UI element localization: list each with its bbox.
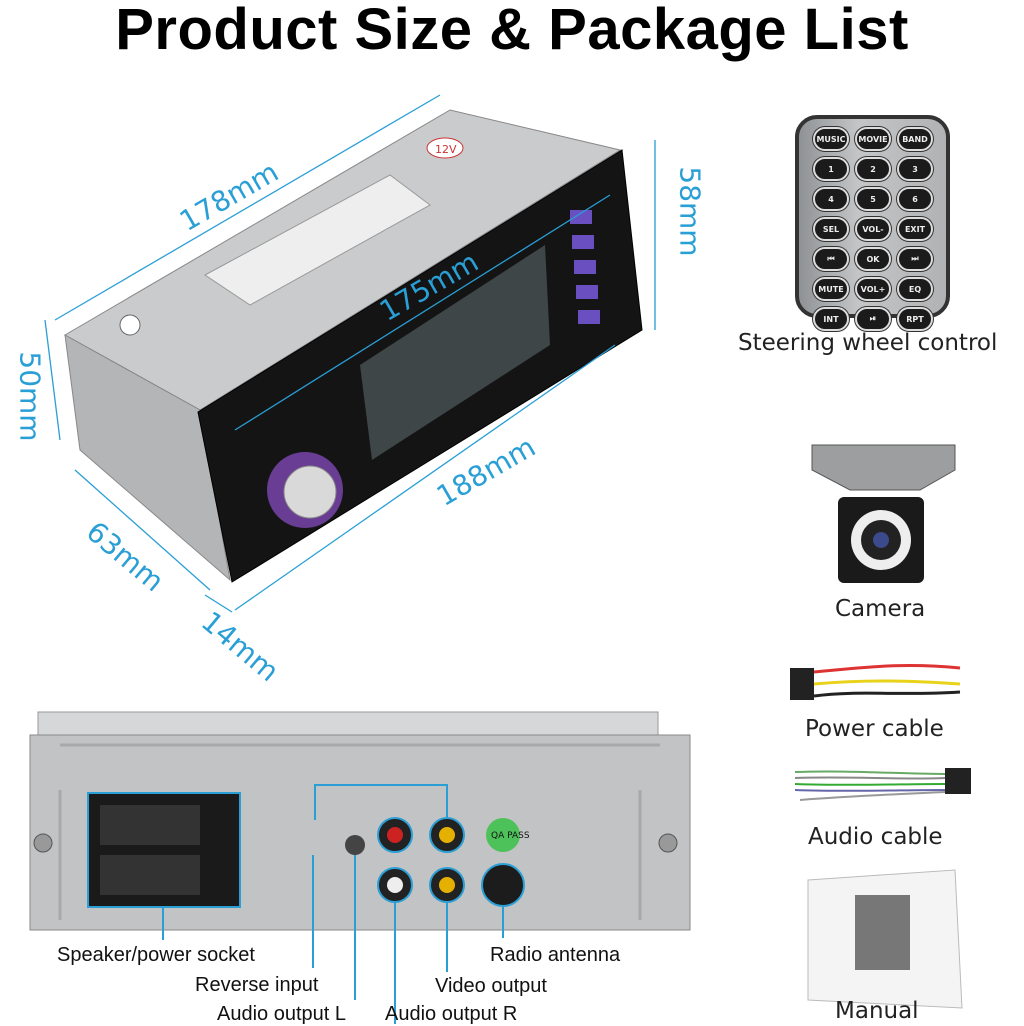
label-reverse-input: Reverse input: [195, 974, 319, 996]
remote-button: OK: [855, 247, 891, 271]
label-video-output: Video output: [435, 975, 547, 997]
remote-button: RPT: [897, 307, 933, 331]
label-audio-r: Audio output R: [385, 1003, 518, 1025]
voltage-text: 12V: [435, 143, 457, 156]
remote-button: EQ: [897, 277, 933, 301]
page-title: Product Size & Package List: [115, 0, 909, 62]
label-speaker-socket: Speaker/power socket: [57, 944, 255, 966]
radio-antenna-socket: [481, 863, 525, 907]
remote-button: ⏮: [813, 247, 849, 271]
remote-button: MUTE: [813, 277, 849, 301]
ce-mark: [119, 314, 141, 336]
remote-button: 2: [855, 157, 891, 181]
remote-button: 5: [855, 187, 891, 211]
label-radio-antenna: Radio antenna: [490, 944, 621, 966]
dim-body-height: 50mm: [13, 351, 47, 442]
remote-button: ⏯: [855, 307, 891, 331]
audio-cable-label: Audio cable: [808, 824, 943, 850]
remote-button: 3: [897, 157, 933, 181]
svg-text:QA PASS: QA PASS: [491, 831, 530, 841]
remote-button: 6: [897, 187, 933, 211]
remote-button: 4: [813, 187, 849, 211]
remote-button: MOVIE: [855, 127, 891, 151]
remote-button: 1: [813, 157, 849, 181]
manual-label: Manual: [835, 998, 919, 1024]
volume-knob: [283, 465, 337, 519]
remote-button: VOL-: [855, 217, 891, 241]
power-cable-connector: [790, 668, 814, 700]
label-audio-l: Audio output L: [217, 1003, 346, 1025]
camera-bracket: [811, 444, 956, 491]
sticker: [204, 174, 431, 306]
remote-button: EXIT: [897, 217, 933, 241]
audio-cable-connector: [945, 768, 971, 794]
unit-side: [64, 334, 231, 582]
remote-button: MUSIC: [813, 127, 849, 151]
remote-button: VOL+: [855, 277, 891, 301]
voltage-badge: [426, 137, 464, 159]
dim-panel-height: 58mm: [673, 166, 707, 257]
remote-button: INT: [813, 307, 849, 331]
reverse-input-jack: [345, 835, 365, 855]
remote-label: Steering wheel control: [738, 330, 998, 356]
back-top-edge: [37, 711, 659, 738]
remote-button: SEL: [813, 217, 849, 241]
camera-label: Camera: [835, 596, 926, 622]
power-cable-label: Power cable: [805, 716, 944, 742]
remote-button: ⏭: [897, 247, 933, 271]
remote-button: BAND: [897, 127, 933, 151]
qa-pass-sticker: [486, 818, 520, 852]
screen: [360, 245, 550, 460]
